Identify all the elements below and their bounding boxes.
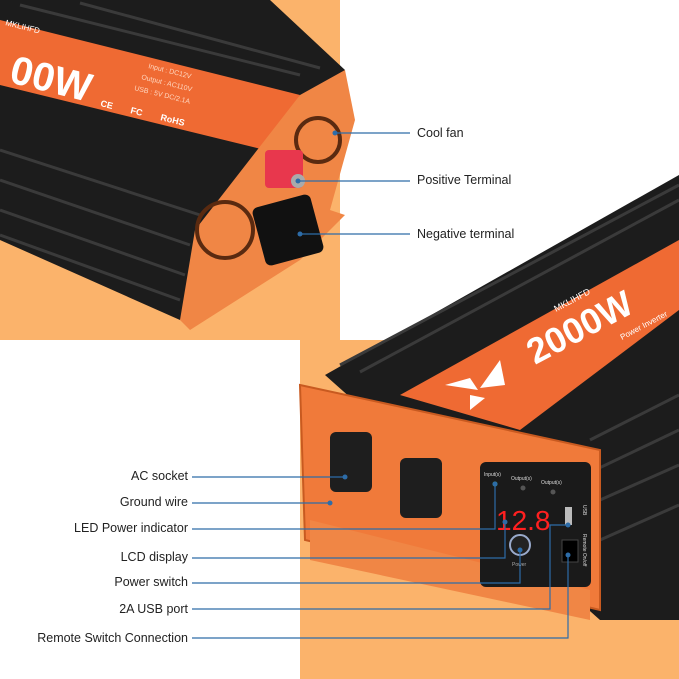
- usb-label: USB: [581, 505, 587, 516]
- callout-cool-fan: Cool fan: [417, 126, 464, 140]
- remote-label: Remote On/off: [581, 534, 587, 567]
- callout-remote-switch: Remote Switch Connection: [37, 631, 188, 645]
- fan-icon: [294, 116, 342, 164]
- svg-text:FC: FC: [130, 105, 145, 118]
- top-inverter: 00W MKLIHFD Input : DC12V Output : AC110…: [0, 0, 355, 330]
- end-plate: [180, 70, 355, 330]
- top-label-plate: [0, 20, 300, 150]
- callout-led-power-indicator: LED Power indicator: [74, 521, 188, 535]
- remote-port: [561, 539, 579, 563]
- callout-ground-wire: Ground wire: [119, 495, 188, 509]
- ac-socket-2: [400, 458, 442, 518]
- ac-socket-1: [330, 432, 372, 492]
- usb-port: [565, 507, 572, 525]
- callout-negative-terminal: Negative terminal: [417, 227, 515, 241]
- callout-usb-port: 2A USB port: [119, 602, 188, 616]
- callout-lines: [192, 132, 569, 639]
- bottom-inverter: Input(s) Output(s) Output(s) 12.8 Power …: [298, 175, 679, 620]
- power-label: Power: [512, 562, 527, 568]
- callout-positive-terminal: Positive Terminal: [417, 173, 512, 187]
- logo-icon: [445, 360, 505, 410]
- svg-text:CE: CE: [100, 98, 115, 111]
- callout-lcd-display: LCD display: [120, 550, 188, 564]
- callout-power-switch: Power switch: [114, 575, 188, 589]
- indicator-label: Output(s): [541, 480, 562, 486]
- negative-terminal: [252, 194, 324, 266]
- indicator-label: Input(s): [484, 472, 501, 478]
- callout-ac-socket: AC socket: [131, 469, 188, 483]
- indicator-label: Output(s): [511, 476, 532, 482]
